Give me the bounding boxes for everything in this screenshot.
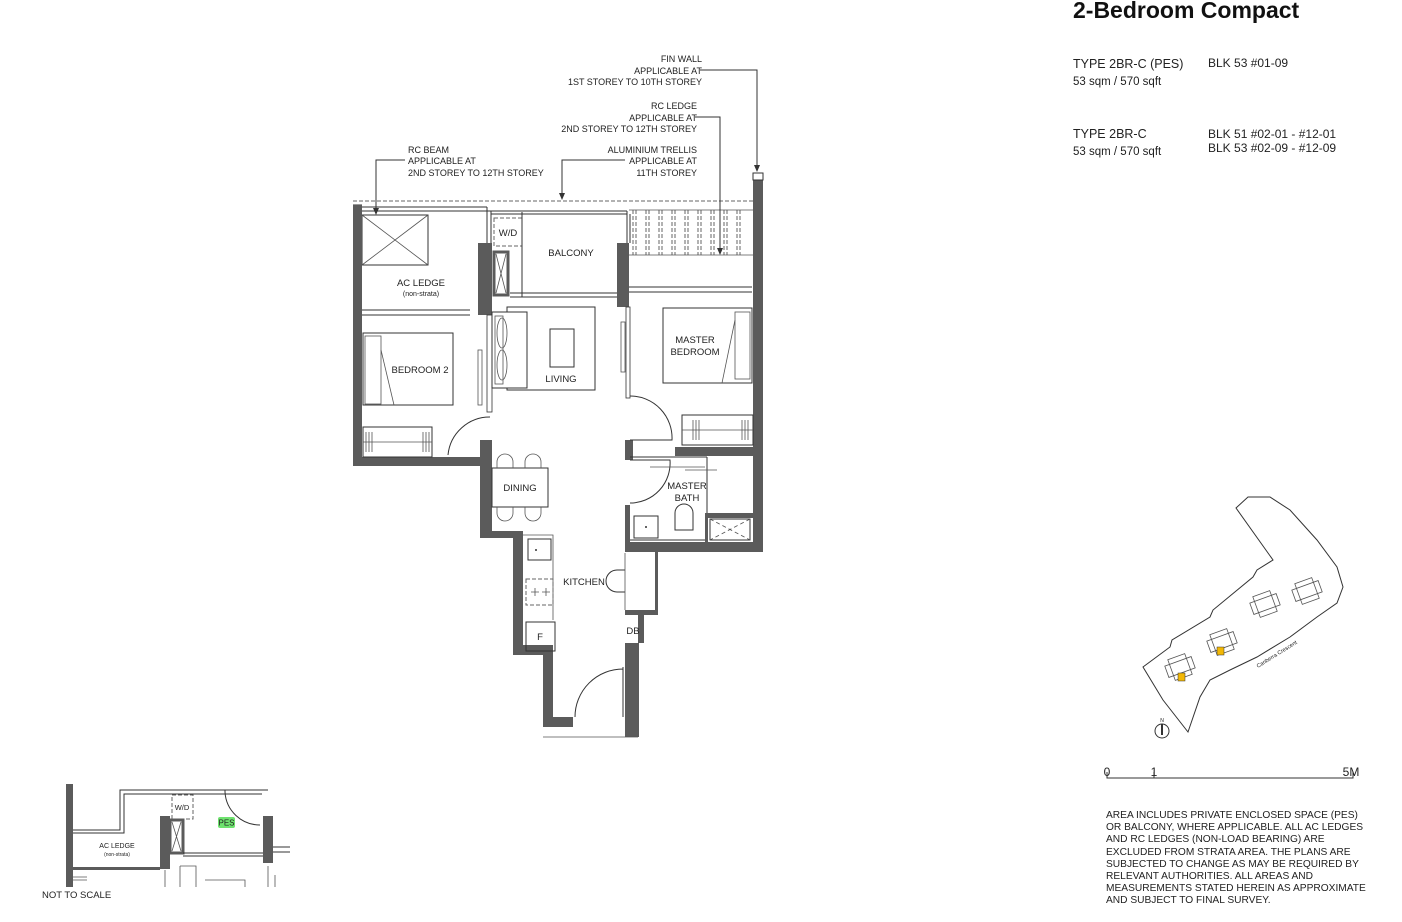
svg-text:1ST STOREY TO 10TH STOREY: 1ST STOREY TO 10TH STOREY	[568, 77, 702, 87]
master-bath-fixtures	[629, 459, 751, 541]
svg-text:2ND STOREY TO 12TH STOREY: 2ND STOREY TO 12TH STOREY	[561, 124, 697, 134]
main-floor-plan: AC LEDGE (non-strata) W/D BALCONY BEDROO…	[353, 54, 764, 738]
page-title: 2-Bedroom Compact	[1073, 0, 1300, 23]
label-bedroom2: BEDROOM 2	[391, 365, 448, 376]
label-wd: W/D	[499, 228, 518, 239]
bed-icon	[362, 332, 454, 406]
unit-block-2: BLK 53 #02-09 - #12-09	[1208, 141, 1337, 155]
kitchen-sink-icon	[527, 538, 552, 561]
svg-text:RC BEAM: RC BEAM	[408, 145, 449, 155]
site-boundary	[1142, 496, 1344, 734]
label-ac-ledge: AC LEDGE	[397, 278, 445, 289]
aluminium-trellis	[629, 209, 753, 256]
label-kitchen: KITCHEN	[563, 577, 605, 588]
label-dining: DINING	[503, 483, 536, 494]
pes-door-arc	[224, 790, 261, 826]
scale-5m: 5M	[1343, 765, 1360, 779]
inset-label-ac-ledge: AC LEDGE	[99, 843, 135, 850]
entrance-door-arc	[574, 667, 624, 718]
svg-text:APPLICABLE AT: APPLICABLE AT	[629, 113, 697, 123]
bedroom2-door-arc	[447, 416, 491, 456]
label-master-bedroom-1: MASTER	[675, 335, 715, 346]
inset-label-ac-ledge-sub: (non-strata)	[104, 852, 130, 858]
north-compass-icon: N	[1154, 718, 1170, 739]
unit-block-pes: BLK 53 #01-09	[1208, 56, 1289, 70]
svg-text:N: N	[1160, 718, 1164, 724]
fin-wall	[753, 180, 763, 552]
inset-label-pes: PES	[218, 819, 234, 828]
label-ac-ledge-sub: (non-strata)	[403, 291, 439, 298]
unit-block-1: BLK 51 #02-01 - #12-01	[1208, 127, 1337, 141]
label-master-bath-1: MASTER	[667, 481, 707, 492]
annotation-fin-wall: FIN WALL APPLICABLE AT 1ST STOREY TO 10T…	[568, 54, 760, 172]
svg-text:FIN WALL: FIN WALL	[661, 54, 702, 64]
shaft-wall	[478, 243, 492, 315]
unit-area-pes: 53 sqm / 570 sqft	[1073, 76, 1162, 88]
sink-icon	[633, 515, 659, 539]
label-balcony: BALCONY	[548, 248, 594, 259]
shower-icon	[709, 518, 751, 541]
unit-highlight	[1216, 646, 1225, 656]
svg-text:APPLICABLE AT: APPLICABLE AT	[629, 156, 697, 166]
label-living: LIVING	[545, 374, 576, 385]
annotation-trellis: ALUMINIUM TRELLIS APPLICABLE AT 11TH STO…	[559, 145, 697, 200]
unit-highlight	[1177, 672, 1186, 682]
label-db: DB	[626, 626, 639, 637]
bedroom2-furniture	[362, 332, 483, 458]
svg-text:RC LEDGE: RC LEDGE	[651, 101, 697, 111]
ac-unit-icon	[361, 214, 429, 266]
block-cluster	[1291, 577, 1323, 605]
scale-1: 1	[1151, 765, 1158, 779]
toilet-icon	[674, 503, 694, 531]
block-cluster	[1249, 590, 1281, 618]
unit-area: 53 sqm / 570 sqft	[1073, 146, 1162, 158]
disclaimer-notes: AREA INCLUDES PRIVATE ENCLOSED SPACE (PE…	[1106, 810, 1366, 907]
unit-type-pes: TYPE 2BR-C (PES)	[1073, 57, 1184, 71]
svg-text:APPLICABLE AT: APPLICABLE AT	[634, 66, 702, 76]
inset-label-wd: W/D	[175, 803, 190, 812]
bath-door-arc	[629, 459, 671, 504]
kitchen-fixtures	[523, 534, 626, 652]
fridge-icon	[525, 621, 556, 652]
svg-text:11TH STOREY: 11TH STOREY	[636, 168, 697, 178]
master-bedroom-furniture	[620, 307, 754, 446]
svg-text:APPLICABLE AT: APPLICABLE AT	[408, 156, 476, 166]
living-furniture	[491, 306, 596, 391]
annotation-rc-ledge: RC LEDGE APPLICABLE AT 2ND STOREY TO 12T…	[561, 101, 723, 255]
coffee-table-icon	[549, 328, 575, 368]
pes-highlight	[218, 817, 235, 828]
not-to-scale-label: NOT TO SCALE	[42, 890, 112, 901]
sofa-icon	[491, 311, 528, 389]
annotation-rc-beam: RC BEAM APPLICABLE AT 2ND STOREY TO 12TH…	[373, 145, 544, 215]
svg-text:ALUMINIUM TRELLIS: ALUMINIUM TRELLIS	[608, 145, 697, 155]
unit-type: TYPE 2BR-C	[1073, 127, 1147, 141]
master-door-arc	[629, 395, 673, 441]
balcony-master-wall	[617, 243, 629, 307]
dining-table-icon	[491, 453, 549, 522]
label-fridge: F	[537, 632, 543, 643]
right-exterior-wall	[625, 643, 639, 737]
svg-text:2ND STOREY TO 12TH STOREY: 2ND STOREY TO 12TH STOREY	[408, 168, 544, 178]
scale-0: 0	[1104, 765, 1111, 779]
left-exterior-wall	[353, 205, 573, 727]
site-plan: Canberra Crescent N	[1142, 496, 1344, 739]
bed-icon	[662, 307, 753, 384]
scale-bar: 0 1 5M	[1104, 765, 1360, 779]
label-master-bedroom-2: BEDROOM	[670, 347, 719, 358]
hob-icon	[525, 578, 554, 606]
pes-inset-plan: PES W/D AC LEDGE (non-strata)	[66, 784, 290, 887]
label-master-bath-2: BATH	[675, 493, 700, 504]
